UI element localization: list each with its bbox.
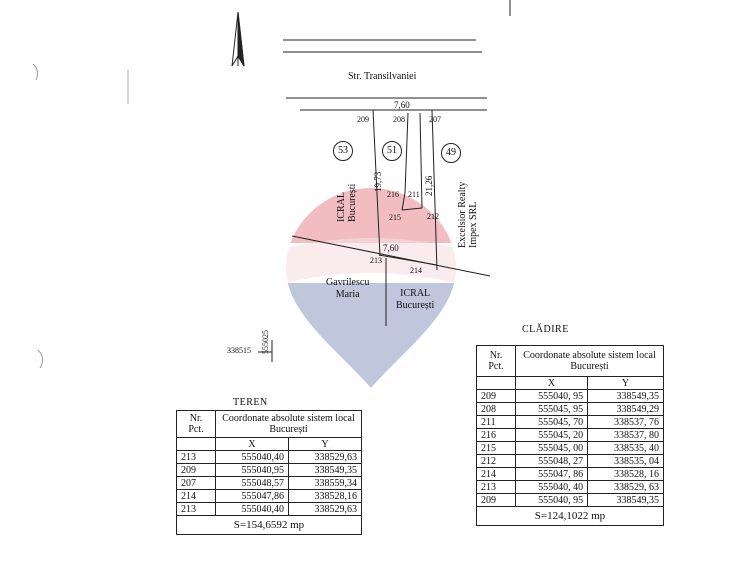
neighbor-excelsior: Excelsior Realty Impex SRL	[457, 181, 479, 248]
point-207: 207	[429, 115, 441, 124]
cladire-header-nr: Nr. Pct.	[476, 345, 516, 377]
teren-area: S=154,6592 mp	[176, 515, 362, 535]
teren-header-x: X	[215, 437, 289, 451]
dimension-bottom-width: 7,60	[383, 243, 399, 253]
point-213: 213	[370, 256, 382, 265]
teren-coord-table: Nr. Pct. Coordonate absolute sistem loca…	[176, 410, 363, 535]
teren-header-y: Y	[287, 437, 363, 451]
neighbor-gavrilescu-line2: Maria	[335, 289, 360, 300]
teren-header-coord: Coordonate absolute sistem local Bucureș…	[215, 410, 362, 438]
cladire-coord-table: Nr. Pct. Coordonate absolute sistem loca…	[476, 345, 664, 526]
point-211: 211	[408, 190, 420, 199]
lot-number-53: 53	[333, 141, 353, 161]
neighbor-excelsior-line1: Excelsior Realty	[457, 181, 468, 248]
neighbor-gavrilescu-line1: Gavrilescu	[326, 277, 370, 288]
neighbor-gavrilescu: Gavrilescu Maria	[326, 277, 369, 301]
lot-number-51: 51	[382, 141, 402, 161]
neighbor-icral-left-line1: ICRAL	[336, 192, 347, 222]
cladire-header-y: Y	[587, 376, 664, 390]
neighbor-icral-left: ICRAL București	[336, 183, 358, 222]
cladire-header-x: X	[514, 376, 589, 390]
point-214: 214	[410, 266, 422, 275]
dimension-left-length: 19,73	[373, 171, 383, 192]
coord-marker-x: 338515	[227, 346, 251, 355]
neighbor-icral-bottom: ICRAL București	[396, 288, 434, 312]
cladire-header-coord: Coordonate absolute sistem local Bucureș…	[515, 345, 664, 377]
dimension-top-width: 7,60	[394, 100, 410, 110]
lot-number-49: 49	[441, 143, 461, 163]
point-209: 209	[357, 115, 369, 124]
teren-header-nr: Nr. Pct.	[176, 410, 216, 438]
north-arrow-icon	[231, 11, 245, 67]
point-212: 212	[427, 212, 439, 221]
point-216: 216	[387, 190, 399, 199]
neighbor-icral-bottom-line1: ICRAL	[400, 288, 431, 299]
neighbor-icral-bottom-line2: București	[396, 300, 435, 311]
teren-header-nr-text: Nr. Pct.	[188, 413, 204, 435]
dimension-right-length: 21,26	[424, 175, 434, 196]
coord-marker-y: 555025	[261, 330, 270, 354]
street-name: Str. Transilvaniei	[348, 71, 417, 82]
teren-title: TEREN	[233, 397, 268, 408]
point-208: 208	[393, 115, 405, 124]
point-215: 215	[389, 213, 401, 222]
neighbor-icral-left-line2: București	[346, 183, 358, 222]
cladire-title: CLĂDIRE	[522, 324, 569, 335]
cladire-area: S=124,1022 mp	[476, 506, 664, 526]
neighbor-excelsior-line2: Impex SRL	[467, 201, 479, 248]
